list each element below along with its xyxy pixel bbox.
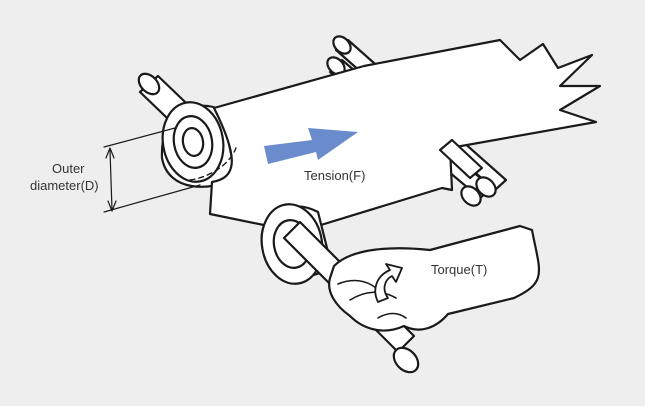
rotation-arrow-icon [374,263,403,303]
torque-label: Torque(T) [431,262,488,277]
upper-roll [160,101,238,188]
guide-roller-ends [438,138,497,207]
hand [328,224,541,332]
tension-label: Tension(F) [304,168,366,183]
film-sheet [208,38,602,234]
outer-diameter-label-line2: diameter(D) [30,178,99,193]
diameter-dimension [103,127,201,213]
hidden-edge-dashed [189,147,237,181]
outer-diameter-label-line1: Outer [52,161,85,176]
arrow-right-icon [264,128,358,164]
